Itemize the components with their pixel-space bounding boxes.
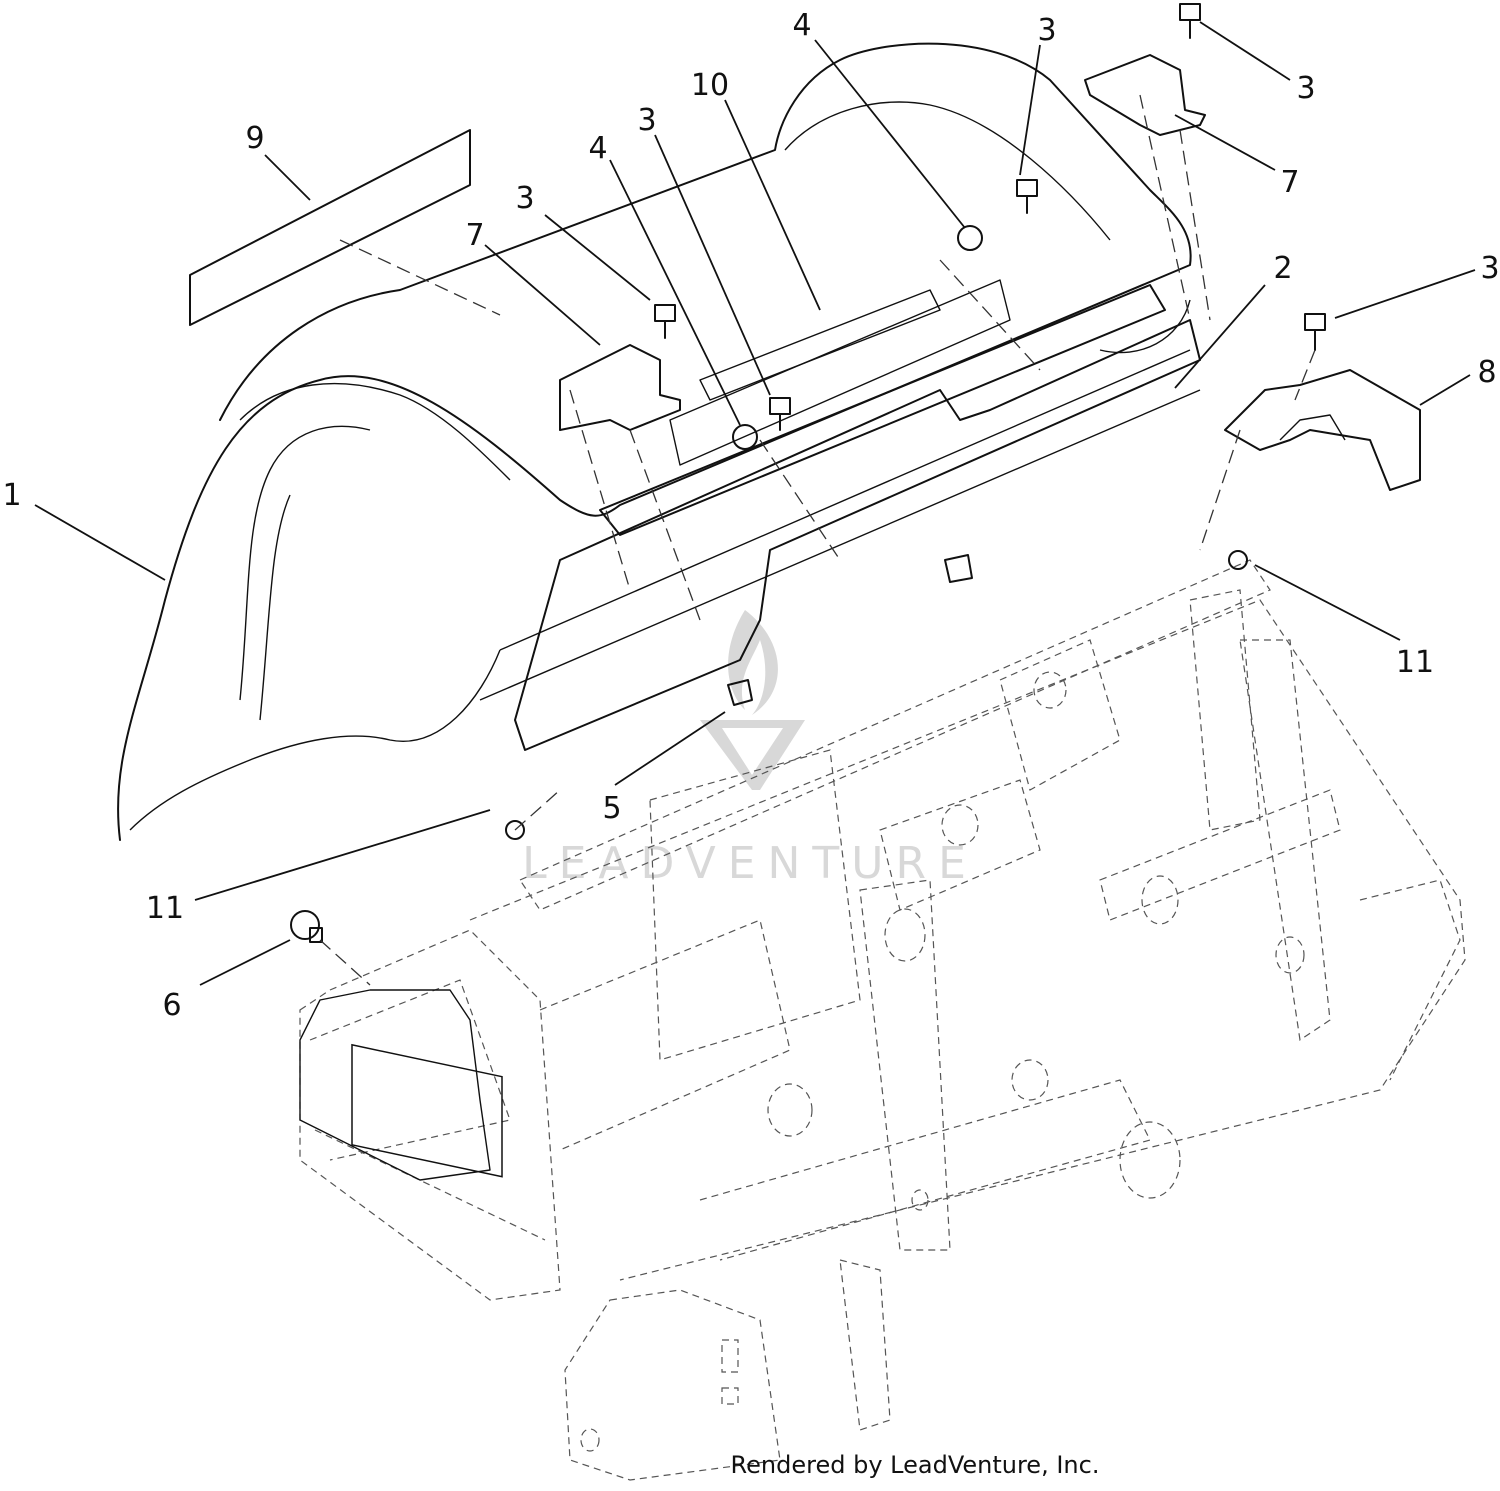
safety-decal-icon — [351, 1043, 503, 1178]
watermark-v-icon — [700, 720, 805, 790]
mount-bracket-left — [559, 344, 681, 431]
mount-bracket-right — [1084, 54, 1206, 136]
callout-8: 8 — [1477, 355, 1496, 390]
leader-lines — [34, 21, 1476, 986]
reinforcement-strip — [599, 284, 1166, 536]
knob-icon — [290, 910, 323, 943]
render-credit: Rendered by LeadVenture, Inc. — [731, 1451, 1100, 1479]
watermark-text: LEADVENTURE — [522, 838, 978, 889]
center-rib — [514, 279, 1201, 751]
callout-7-b: 7 — [1280, 165, 1299, 200]
nut-icon — [505, 820, 525, 840]
clip-nut-icon — [944, 554, 973, 583]
callout-3-b: 3 — [637, 103, 656, 138]
callout-2: 2 — [1273, 251, 1292, 286]
callout-4-b: 4 — [588, 131, 607, 166]
clip-nut-icon — [727, 679, 753, 706]
hardware — [290, 3, 1326, 943]
bolt-icon — [769, 397, 791, 431]
callout-5: 5 — [602, 791, 621, 826]
callout-3-a: 3 — [515, 181, 534, 216]
washer-icon — [957, 225, 983, 251]
bolt-icon — [1016, 179, 1038, 214]
watermark-flame-icon — [728, 610, 778, 715]
assembly-lines — [319, 94, 1316, 986]
callout-1: 1 — [2, 478, 21, 513]
side-bracket — [1224, 369, 1421, 491]
bolt-icon — [654, 304, 676, 339]
callout-3-e: 3 — [1480, 251, 1499, 286]
callout-11-a: 11 — [146, 891, 184, 926]
callout-3-d: 3 — [1296, 71, 1315, 106]
bolt-icon — [1179, 3, 1201, 39]
callout-4-a: 4 — [792, 8, 811, 43]
decal-panel — [189, 129, 471, 326]
frame-assembly — [299, 559, 1466, 1481]
callout-9: 9 — [245, 121, 264, 156]
callout-10: 10 — [691, 68, 729, 103]
callouts: 1 2 3 3 3 3 3 4 4 5 6 7 7 8 9 10 11 11 — [2, 8, 1499, 1023]
callout-7-a: 7 — [465, 218, 484, 253]
callout-6: 6 — [162, 988, 181, 1023]
nut-icon — [1228, 550, 1248, 570]
bolt-icon — [1304, 313, 1326, 351]
washer-icon — [732, 424, 758, 450]
watermark: LEADVENTURE — [522, 610, 978, 889]
side-shield — [299, 989, 503, 1181]
callout-11-b: 11 — [1396, 645, 1434, 680]
callout-3-c: 3 — [1037, 13, 1056, 48]
fender-hood — [117, 42, 1201, 841]
